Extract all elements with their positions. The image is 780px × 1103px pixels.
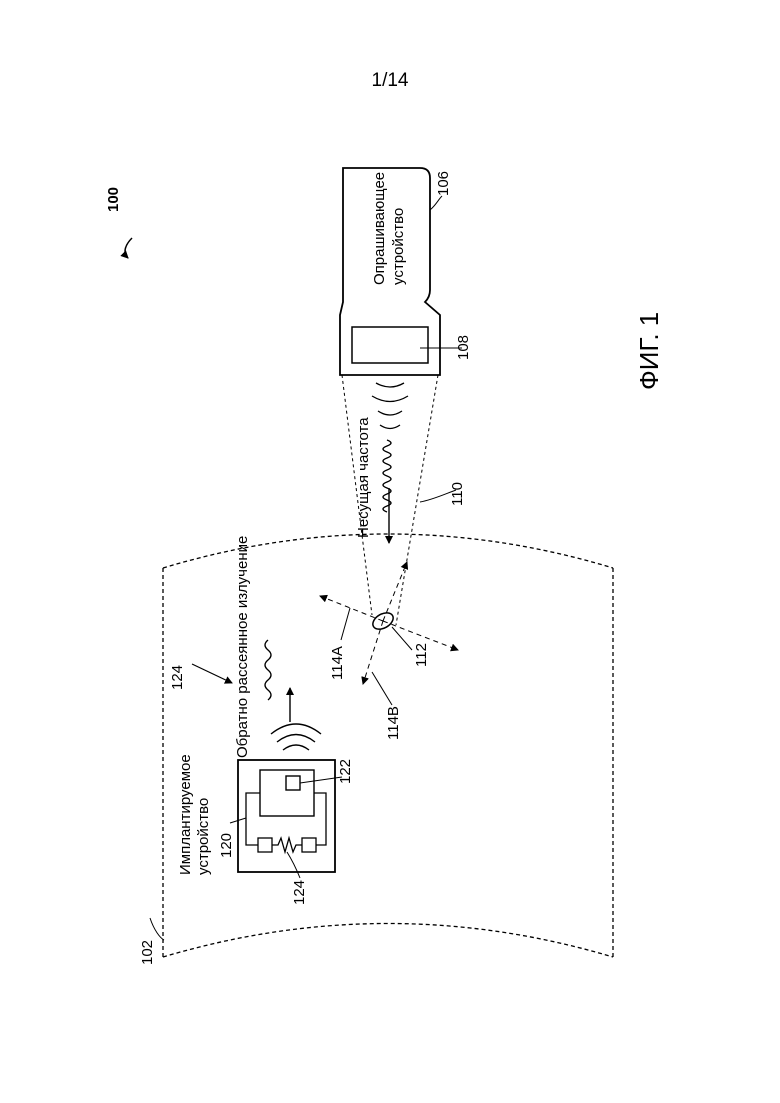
tissue-region	[163, 534, 613, 957]
ref-122: 122	[337, 759, 354, 784]
ref-114a: 114A	[329, 646, 346, 680]
ref-102-leader	[150, 918, 164, 940]
ref-110: 110	[449, 482, 466, 506]
ref-106: 106	[435, 171, 452, 196]
backscatter-squiggle	[265, 640, 271, 700]
ref-124-resistor-leader	[287, 852, 300, 878]
ref-102: 102	[139, 940, 156, 965]
ref-114b: 114B	[385, 706, 402, 740]
ref-100-arrow	[125, 238, 132, 258]
implant-chip	[286, 776, 300, 790]
ref-114b-leader	[372, 672, 392, 705]
scatter-line-a	[320, 596, 383, 621]
ref-112-leader	[392, 627, 412, 650]
carrier-wave	[383, 440, 391, 512]
ref-106-leader	[430, 196, 442, 210]
implant-label-2: устройство	[195, 798, 212, 875]
ref-120: 120	[218, 833, 235, 858]
figure-caption: ФИГ. 1	[634, 312, 664, 390]
interrogator-window	[352, 327, 428, 363]
ref-124-arrow	[192, 664, 232, 683]
ref-100: 100	[105, 187, 122, 212]
scatter-line-b2	[383, 562, 407, 621]
carrier-label: Несущая частота	[355, 417, 372, 538]
ref-108: 108	[455, 335, 472, 360]
ref-124-backscatter: 124	[169, 665, 186, 690]
ref-114a-leader	[341, 608, 350, 640]
ref-112: 112	[413, 643, 430, 667]
implant-label-1: Имплантируемое	[177, 754, 194, 875]
ref-124-resistor: 124	[291, 880, 308, 905]
implant-inner-module	[260, 770, 314, 816]
interrogator-label-2: устройство	[390, 208, 407, 285]
interrogator-label-1: Опрашивающее	[371, 172, 388, 285]
emitted-waves	[372, 383, 408, 429]
backscatter-label: Обратно рассеянное излучение	[234, 536, 251, 758]
implant-antenna-waves	[271, 724, 321, 750]
